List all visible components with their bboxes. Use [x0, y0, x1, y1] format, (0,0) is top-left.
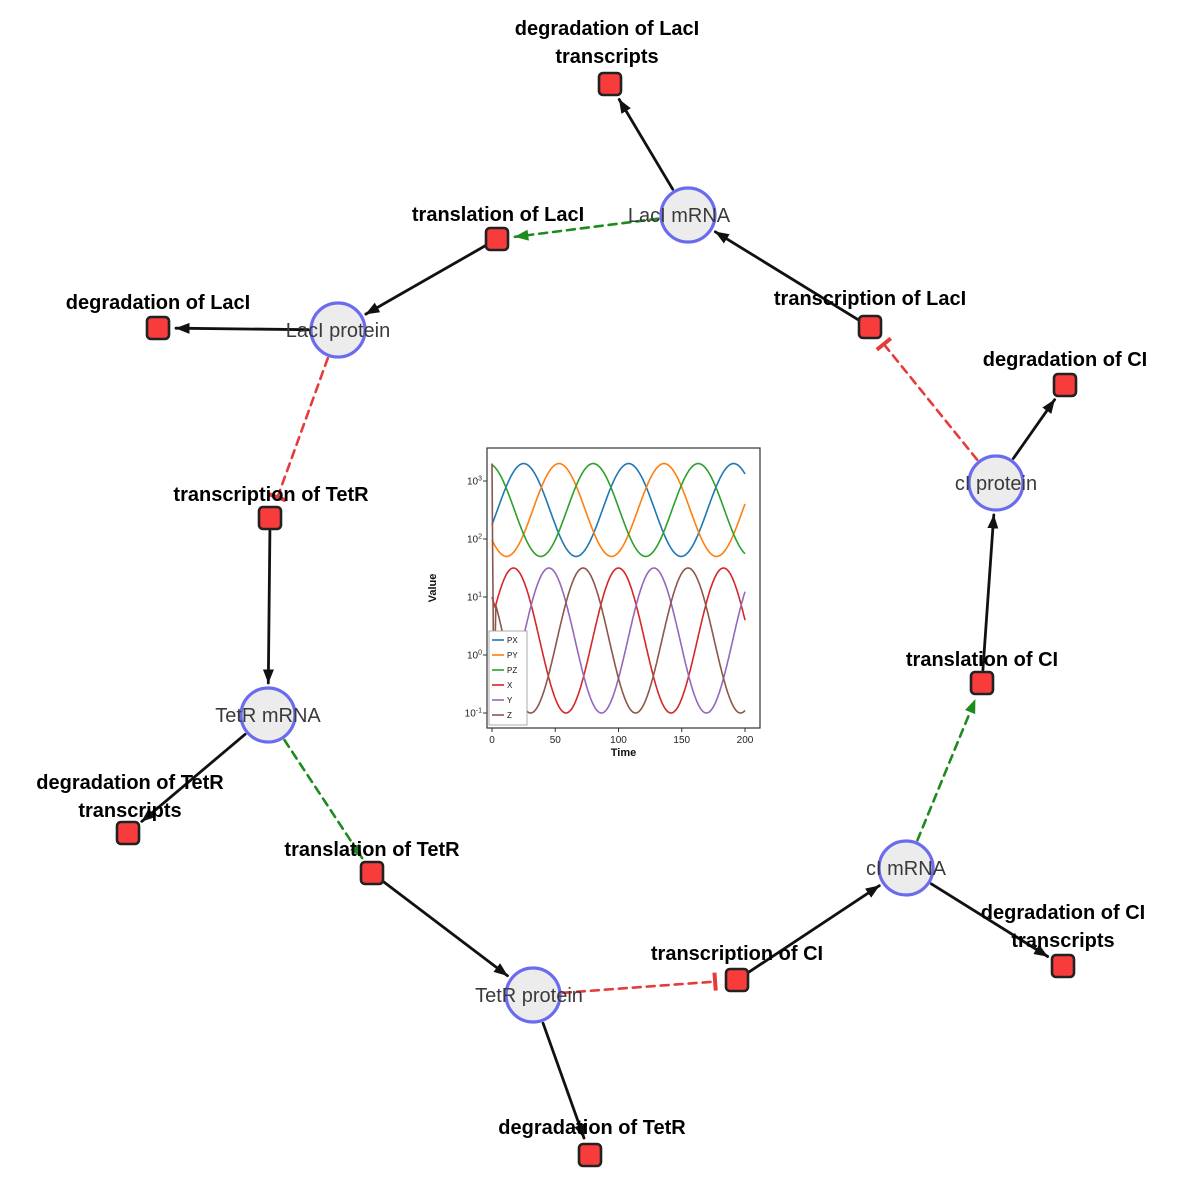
reaction-label-tx-laci: transcription of LacI — [774, 288, 966, 310]
series-curve-PZ — [491, 462, 746, 558]
reaction-node-deg-laci-transcripts[interactable] — [597, 71, 623, 97]
reaction-node-tl-ci[interactable] — [969, 670, 995, 696]
species-label-ci-mrna: cI mRNA — [866, 858, 947, 880]
reaction-node-deg-tetr-transcripts[interactable] — [115, 820, 141, 846]
edge-laci-mrna-to-deg-laci-transcripts-consumption — [617, 98, 675, 191]
nodes-layer — [115, 71, 1078, 1168]
edge-tx-tetr-to-tetr-mrna-production — [262, 529, 274, 685]
reaction-label-deg-tetr: degradation of TetR — [498, 1117, 686, 1139]
species-node-laci-mrna[interactable] — [659, 186, 717, 244]
edges-layer — [140, 98, 1056, 1140]
reaction-node-tl-laci[interactable] — [484, 226, 510, 252]
reaction-label-tl-ci: translation of CI — [906, 649, 1058, 671]
edge-ci-protein-to-tx-laci-inhibition — [875, 336, 979, 462]
reaction-label-tl-laci: translation of LacI — [412, 204, 584, 226]
legend-label-Y: Y — [507, 696, 513, 705]
species-node-ci-protein[interactable] — [967, 454, 1025, 512]
edge-tl-ci-to-ci-protein-production — [981, 513, 999, 672]
x-axis-label: Time — [611, 747, 636, 759]
series-curve-X — [491, 567, 746, 714]
species-node-laci-protein[interactable] — [309, 301, 367, 359]
species-label-laci-mrna: LacI mRNA — [628, 205, 731, 227]
species-node-tetr-mrna[interactable] — [239, 686, 297, 744]
series-curve-PX — [491, 462, 746, 558]
reaction-label-tl-tetr: translation of TetR — [284, 839, 460, 861]
x-tick-label: 50 — [550, 735, 562, 746]
edge-tl-laci-to-laci-protein-production — [364, 244, 488, 316]
y-tick-label: 103 — [467, 476, 482, 488]
species-label-laci-protein: LacI protein — [286, 320, 391, 342]
curves-layer — [491, 462, 746, 714]
edge-tetr-mrna-to-deg-tetr-transcripts-consumption — [140, 732, 247, 823]
reaction-node-deg-laci[interactable] — [145, 315, 171, 341]
reaction-node-deg-ci-transcripts[interactable] — [1050, 953, 1076, 979]
edge-laci-protein-to-tx-tetr-inhibition — [268, 356, 330, 503]
y-tick-label: 10-1 — [465, 708, 482, 720]
species-label-tetr-protein: TetR protein — [475, 985, 583, 1007]
species-label-tetr-mrna: TetR mRNA — [215, 705, 321, 727]
edge-ci-mrna-to-deg-ci-transcripts-consumption — [930, 882, 1050, 958]
edge-tetr-mrna-to-tl-tetr-modifier — [283, 738, 364, 860]
legend-label-PY: PY — [507, 651, 518, 660]
edge-tx-laci-to-laci-mrna-production — [713, 230, 861, 322]
legend-label-PX: PX — [507, 636, 518, 645]
reaction-node-deg-tetr[interactable] — [577, 1142, 603, 1168]
reaction-label-deg-laci: degradation of LacI — [66, 292, 250, 314]
x-tick-label: 200 — [737, 735, 754, 746]
reaction-label-deg-ci: degradation of CI — [983, 349, 1147, 371]
edge-tetr-protein-to-tx-ci-inhibition — [561, 972, 718, 995]
series-curve-Z — [491, 463, 746, 714]
species-node-ci-mrna[interactable] — [877, 839, 935, 897]
edge-laci-protein-to-deg-laci-consumption — [174, 322, 310, 334]
reaction-node-tx-ci[interactable] — [724, 967, 750, 993]
reaction-node-tx-laci[interactable] — [857, 314, 883, 340]
edge-ci-mrna-to-tl-ci-modifier — [916, 698, 977, 842]
legend-label-PZ: PZ — [507, 666, 517, 675]
legend-box — [488, 630, 528, 726]
x-tick-label: 0 — [489, 735, 495, 746]
edge-tetr-protein-to-deg-tetr-consumption — [541, 1021, 586, 1140]
species-node-tetr-protein[interactable] — [504, 966, 562, 1024]
series-curve-PY — [491, 462, 746, 558]
species-label-ci-protein: cI protein — [955, 473, 1037, 495]
plot-frame — [486, 447, 761, 729]
y-axis-label: Value — [427, 574, 439, 603]
reaction-node-tx-tetr[interactable] — [257, 505, 283, 531]
legend-label-X: X — [507, 681, 513, 690]
y-tick-label: 102 — [467, 534, 482, 546]
x-tick-label: 150 — [673, 735, 690, 746]
reaction-node-deg-ci[interactable] — [1052, 372, 1078, 398]
reaction-node-tl-tetr[interactable] — [359, 860, 385, 886]
legend-label-Z: Z — [507, 711, 512, 720]
edge-tl-tetr-to-tetr-protein-production — [380, 879, 509, 978]
edge-laci-mrna-to-tl-laci-modifier — [513, 217, 660, 241]
y-tick-label: 100 — [467, 650, 482, 662]
reaction-label-tx-tetr: transcription of TetR — [173, 484, 369, 506]
edge-ci-protein-to-deg-ci-consumption — [1011, 398, 1056, 460]
y-tick-label: 101 — [467, 592, 482, 604]
chart-legend: PX PY PZ XYZ — [488, 630, 528, 726]
x-tick-label: 100 — [610, 735, 627, 746]
edge-tx-ci-to-ci-mrna-production — [746, 884, 881, 975]
reaction-label-tx-ci: transcription of CI — [651, 943, 823, 965]
